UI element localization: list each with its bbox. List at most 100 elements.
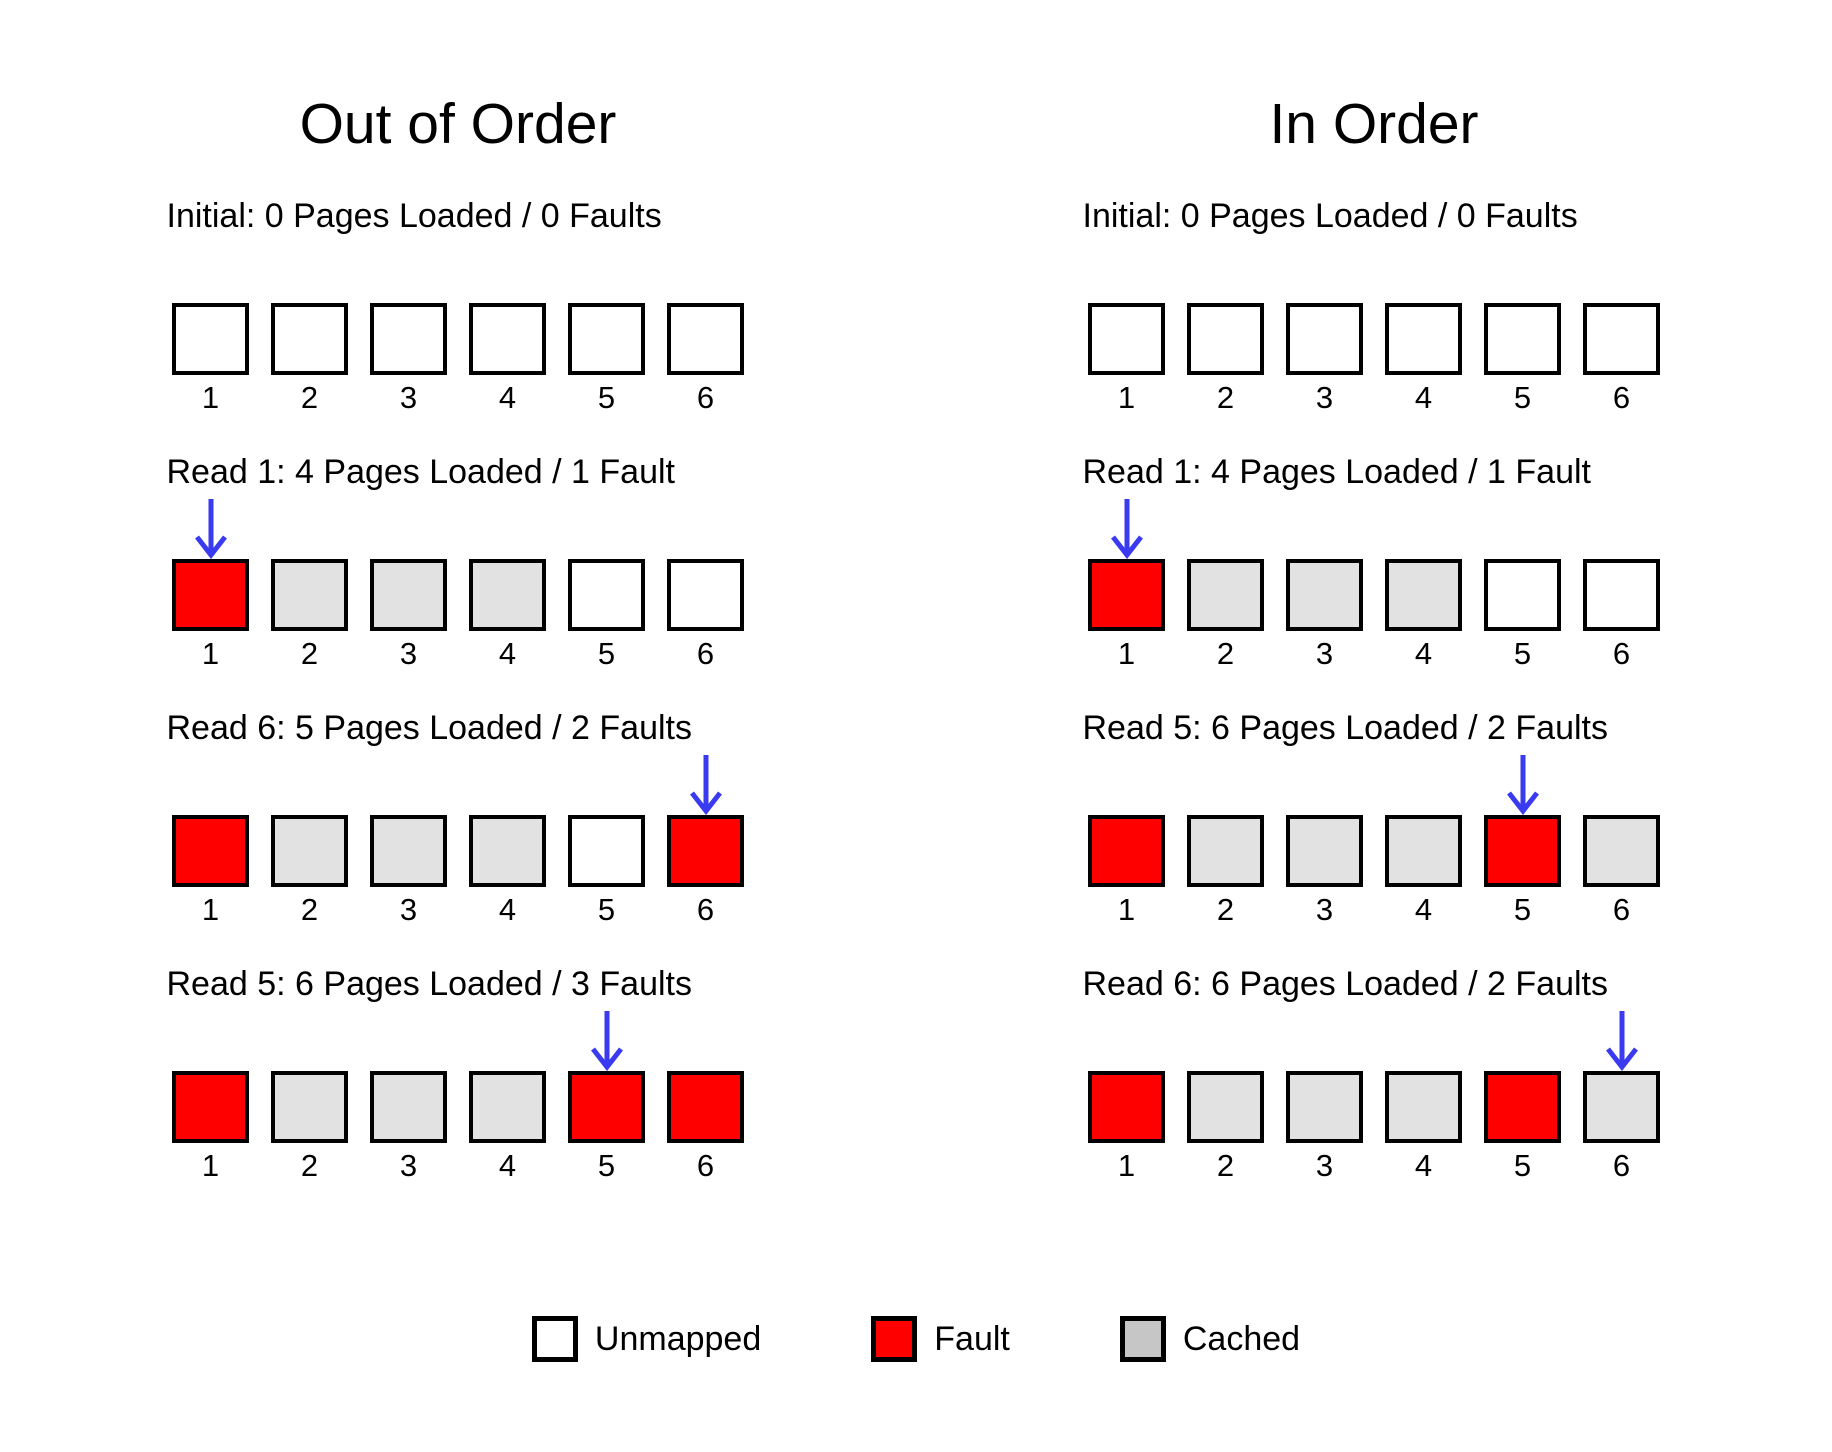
page-cell: 6 <box>1578 1071 1666 1181</box>
page-cell: 1 <box>1083 1071 1171 1181</box>
page-cell: 2 <box>266 1071 354 1181</box>
page-box-unmapped <box>568 815 645 887</box>
page-number-label: 3 <box>399 636 418 671</box>
arrow-lane <box>1083 499 1666 559</box>
step-caption: Initial: 0 Pages Loaded / 0 Faults <box>166 197 662 235</box>
page-number-label: 5 <box>1513 892 1532 927</box>
page-box-unmapped <box>1088 303 1165 375</box>
page-cell: 3 <box>365 1071 453 1181</box>
page-cell: 3 <box>1281 1071 1369 1181</box>
page-number-label: 3 <box>1315 892 1334 927</box>
page-box-cached <box>1583 1071 1660 1143</box>
legend-label: Unmapped <box>594 1320 762 1358</box>
legend-item-unmapped: Unmapped <box>531 1316 762 1362</box>
legend-swatch-fault <box>871 1316 918 1362</box>
page-box-cached <box>469 815 546 887</box>
page-box-unmapped <box>667 303 744 375</box>
page-number-label: 5 <box>597 892 616 927</box>
legend-label: Fault <box>934 1320 1010 1358</box>
page-number-label: 1 <box>201 380 220 415</box>
page-number-label: 4 <box>498 1148 517 1183</box>
read-pointer-arrow-icon <box>662 755 750 815</box>
page-box-unmapped <box>1187 303 1264 375</box>
page-number-label: 1 <box>1117 636 1136 671</box>
page-cell: 2 <box>266 559 354 669</box>
page-cell: 5 <box>563 815 651 925</box>
page-box-cached <box>1286 1071 1363 1143</box>
page-box-fault <box>1484 1071 1561 1143</box>
page-box-cached <box>469 559 546 631</box>
page-cell: 1 <box>167 559 255 669</box>
page-cell: 6 <box>662 1071 750 1181</box>
page-box-fault <box>172 559 249 631</box>
page-box-fault <box>172 1071 249 1143</box>
page-cell: 5 <box>1479 1071 1567 1181</box>
page-box-unmapped <box>1583 303 1660 375</box>
page-number-label: 6 <box>1612 1148 1631 1183</box>
page-box-cached <box>1286 559 1363 631</box>
page-number-label: 5 <box>597 380 616 415</box>
page-cell: 1 <box>1083 559 1171 669</box>
page-box-unmapped <box>1286 303 1363 375</box>
step-caption: Read 6: 5 Pages Loaded / 2 Faults <box>166 709 692 747</box>
page-number-label: 4 <box>498 892 517 927</box>
page-number-label: 2 <box>1216 380 1235 415</box>
page-box-cached <box>1286 815 1363 887</box>
step-caption: Read 1: 4 Pages Loaded / 1 Fault <box>1082 453 1591 491</box>
page-box-unmapped <box>172 303 249 375</box>
page-box-cached <box>1385 1071 1462 1143</box>
page-number-label: 3 <box>1315 380 1334 415</box>
page-box-fault <box>667 815 744 887</box>
page-number-label: 6 <box>696 1148 715 1183</box>
page-cell: 5 <box>563 303 651 413</box>
page-box-cached <box>271 559 348 631</box>
page-cell: 2 <box>266 303 354 413</box>
page-number-label: 4 <box>1414 892 1433 927</box>
page-cell: 2 <box>1182 559 1270 669</box>
step-list: Initial: 0 Pages Loaded / 0 Faults 1 2 3 4 5 6… <box>1083 199 1666 1181</box>
read-pointer-arrow-icon <box>1578 1011 1666 1071</box>
step-caption: Read 6: 6 Pages Loaded / 2 Faults <box>1082 965 1608 1003</box>
page-box-cached <box>1187 1071 1264 1143</box>
page-number-label: 6 <box>1612 636 1631 671</box>
page-box-cached <box>1187 815 1264 887</box>
page-cell: 2 <box>1182 303 1270 413</box>
page-cell: 3 <box>1281 303 1369 413</box>
page-box-unmapped <box>1484 559 1561 631</box>
legend-swatch-cached <box>1119 1316 1166 1362</box>
read-pointer-arrow-icon <box>1479 755 1567 815</box>
arrow-lane <box>167 1011 750 1071</box>
page-cell: 6 <box>1578 303 1666 413</box>
column-title: In Order <box>1269 92 1479 156</box>
page-cell: 4 <box>464 303 552 413</box>
page-number-label: 2 <box>1216 892 1235 927</box>
read-pointer-arrow-icon <box>167 499 255 559</box>
page-number-label: 1 <box>201 1148 220 1183</box>
step-caption: Initial: 0 Pages Loaded / 0 Faults <box>1082 197 1578 235</box>
arrow-lane <box>167 755 750 815</box>
page-box-unmapped <box>667 559 744 631</box>
page-number-label: 6 <box>696 380 715 415</box>
page-number-label: 4 <box>498 380 517 415</box>
page-number-label: 2 <box>300 892 319 927</box>
page-box-fault <box>1088 815 1165 887</box>
page-number-label: 1 <box>1117 380 1136 415</box>
page-number-label: 5 <box>597 636 616 671</box>
page-cell: 4 <box>464 1071 552 1181</box>
page-cell: 5 <box>1479 815 1567 925</box>
page-number-label: 3 <box>1315 1148 1334 1183</box>
read-pointer-arrow-icon <box>563 1011 651 1071</box>
page-box-fault <box>1088 1071 1165 1143</box>
page-number-label: 3 <box>399 892 418 927</box>
